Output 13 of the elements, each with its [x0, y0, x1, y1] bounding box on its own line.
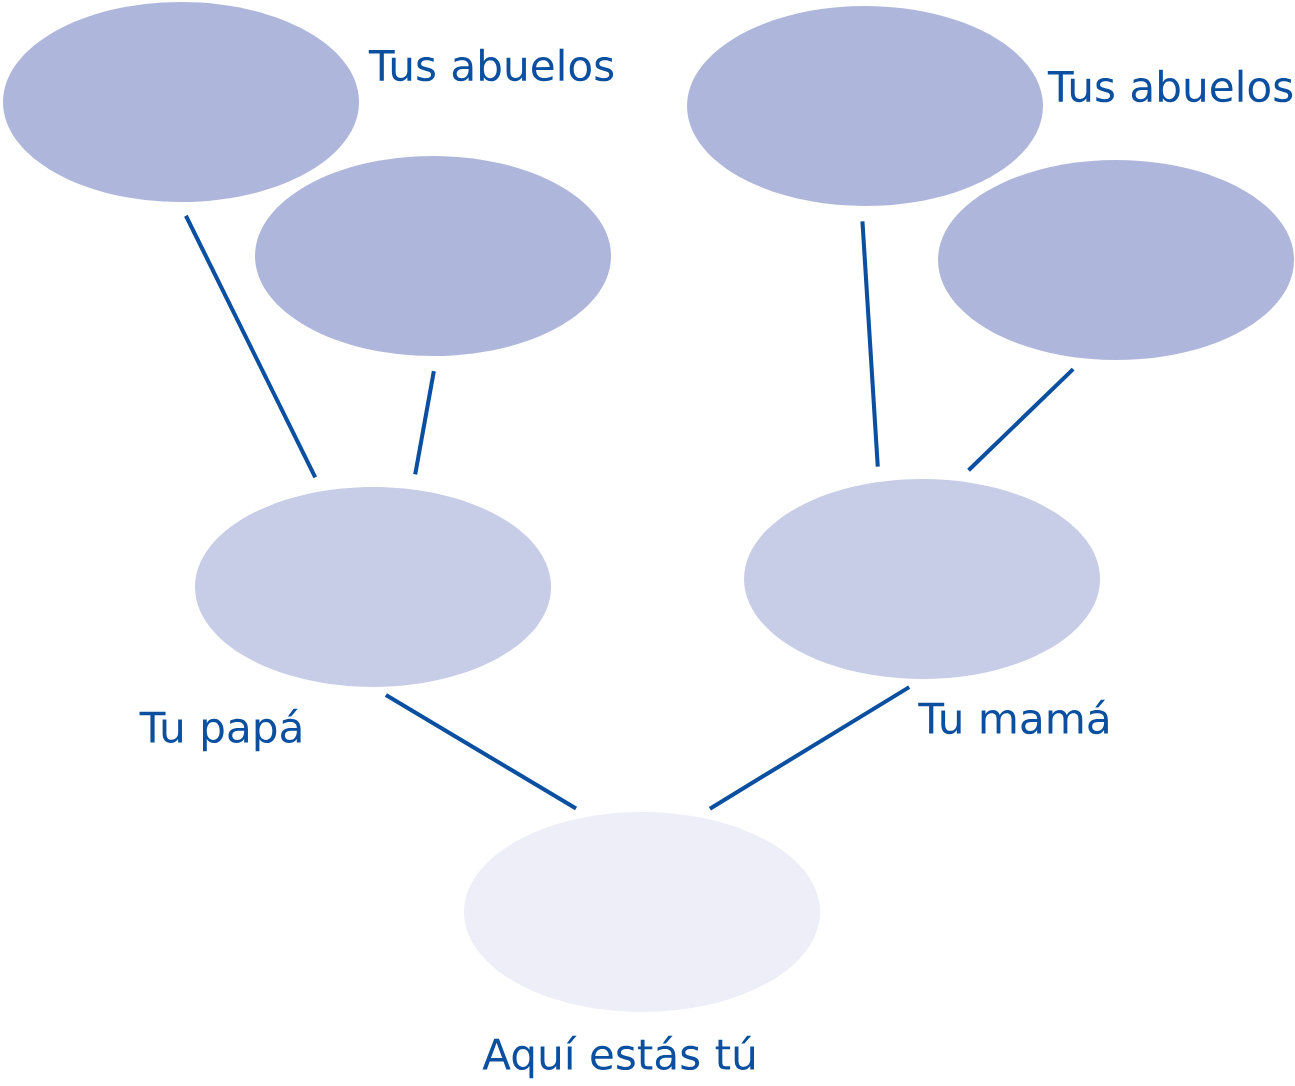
connector-line	[384, 693, 578, 811]
connector-line	[184, 214, 318, 479]
name-label: Tu mamá	[918, 699, 1108, 735]
connector-line	[413, 370, 436, 475]
name-label: Tus abuelos	[1047, 69, 1293, 103]
connector-line	[708, 685, 911, 811]
name-label: Aquí estás tú	[482, 1035, 755, 1079]
connector-line	[860, 221, 880, 467]
connector-line	[967, 367, 1075, 472]
ellipse	[938, 160, 1294, 360]
name-label: Tu papá	[139, 708, 301, 752]
ellipse	[255, 156, 611, 356]
name-label: Tus abuelos	[368, 48, 614, 82]
